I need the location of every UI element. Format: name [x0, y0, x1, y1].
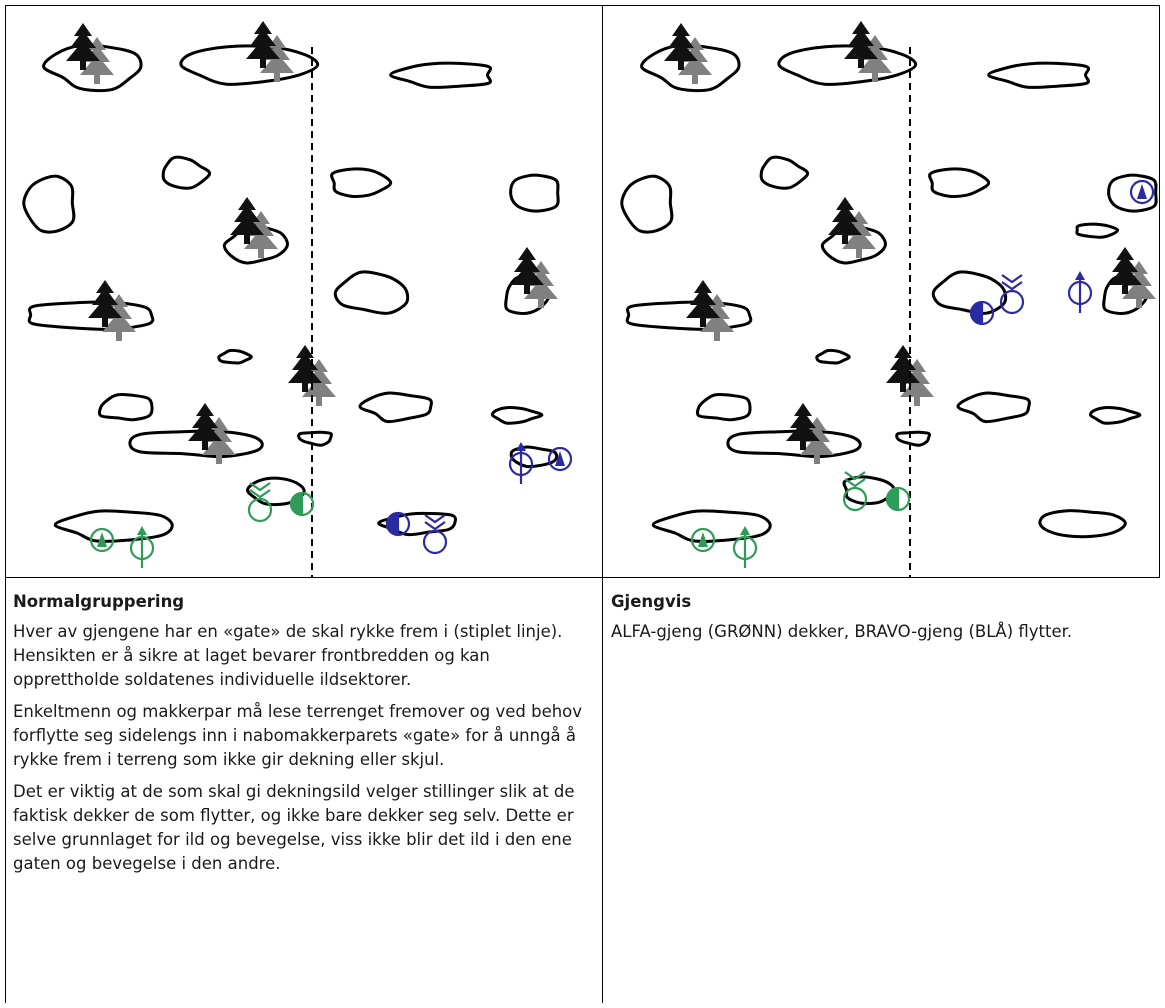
soldier-symbol [508, 442, 534, 484]
soldier-symbol [422, 514, 448, 555]
bush-outline [161, 155, 212, 190]
tree-icon [664, 23, 712, 84]
soldier-symbol [969, 300, 995, 326]
tree-icon [288, 345, 336, 406]
soldier-symbol [247, 482, 273, 523]
bush-outline [128, 429, 264, 459]
bush-outline [330, 167, 393, 198]
bush-outline [297, 430, 334, 447]
text-cell-normalgruppering: Normalgruppering Hver av gjengene har en… [13, 590, 593, 884]
table-border-center [602, 5, 603, 1003]
soldier-symbol [1067, 271, 1093, 313]
bush-outline [956, 391, 1031, 424]
bush-outline [777, 44, 918, 86]
bush-outline [1107, 173, 1158, 213]
bush-outline [358, 391, 433, 424]
bush-outline [1038, 509, 1127, 539]
bush-outline [179, 44, 320, 86]
table-border-right [1159, 5, 1160, 577]
tree-icon [886, 345, 934, 406]
soldier-symbol [885, 486, 911, 512]
bush-outline [22, 174, 76, 234]
soldier-symbol [999, 274, 1025, 315]
bush-outline [1088, 405, 1142, 425]
bush-outline [97, 392, 154, 422]
section-title: Gjengvis [611, 592, 692, 611]
panel-gjengvis-diagram [603, 5, 1160, 577]
tree-icon [828, 197, 876, 258]
tree-icon [786, 403, 834, 464]
soldier-symbol [89, 527, 115, 553]
tree-icon [230, 197, 278, 258]
bush-outline [726, 429, 862, 459]
bush-outline [509, 173, 560, 213]
tree-icon [246, 21, 294, 82]
paragraph: Hver av gjengene har en «gate» de skal r… [13, 622, 563, 689]
bush-outline [490, 405, 544, 425]
tree-icon [1108, 247, 1156, 308]
bush-outline [333, 270, 410, 315]
soldier-symbol [129, 526, 155, 568]
diagram-table: Normalgruppering Hver av gjengene har en… [5, 5, 1160, 1003]
bush-outline [389, 61, 493, 89]
bush-outline [53, 509, 174, 543]
soldier-symbol [1129, 179, 1155, 205]
soldier-symbol [385, 511, 411, 537]
terrain-diagram-left [22, 21, 573, 577]
tree-icon [88, 280, 136, 341]
soldier-symbol [690, 527, 716, 553]
panel-normalgruppering-diagram [5, 5, 603, 577]
bush-outline [620, 174, 674, 234]
bush-outline [217, 348, 253, 365]
table-border-left [5, 5, 6, 1003]
paragraph: Det er viktig at de som skal gi deknings… [13, 782, 575, 873]
bush-outline [842, 475, 896, 506]
bush-outline [222, 223, 289, 265]
bush-outline [928, 167, 991, 198]
bush-outline [895, 430, 932, 447]
bush-outline [42, 43, 143, 93]
tree-icon [844, 21, 892, 82]
tree-icon [510, 247, 558, 308]
bush-outline [695, 392, 752, 422]
tree-icon [66, 23, 114, 84]
bush-outline [759, 155, 810, 190]
text-cell-gjengvis: Gjengvis ALFA-gjeng (GRØNN) dekker, BRAV… [611, 590, 1151, 652]
paragraph: Enkeltmenn og makkerpar må lese terrenge… [13, 702, 583, 769]
section-title: Normalgruppering [13, 592, 185, 611]
bush-outline [1075, 222, 1120, 239]
bush-outline [931, 270, 1008, 315]
table-border-top [5, 5, 1160, 6]
tree-icon [188, 403, 236, 464]
bush-outline [246, 476, 306, 507]
bush-outline [815, 348, 851, 365]
paragraph: ALFA-gjeng (GRØNN) dekker, BRAVO-gjeng (… [611, 622, 1073, 641]
bush-outline [651, 509, 772, 543]
table-border-middle [5, 577, 1160, 578]
bush-outline [987, 61, 1091, 89]
soldier-symbol [842, 471, 868, 512]
tree-icon [686, 280, 734, 341]
bush-outline [640, 43, 741, 93]
soldier-symbol [289, 491, 315, 517]
bush-outline [820, 223, 887, 265]
terrain-diagram-right [620, 21, 1158, 577]
soldier-symbol [547, 446, 573, 472]
soldier-symbol [732, 526, 758, 568]
